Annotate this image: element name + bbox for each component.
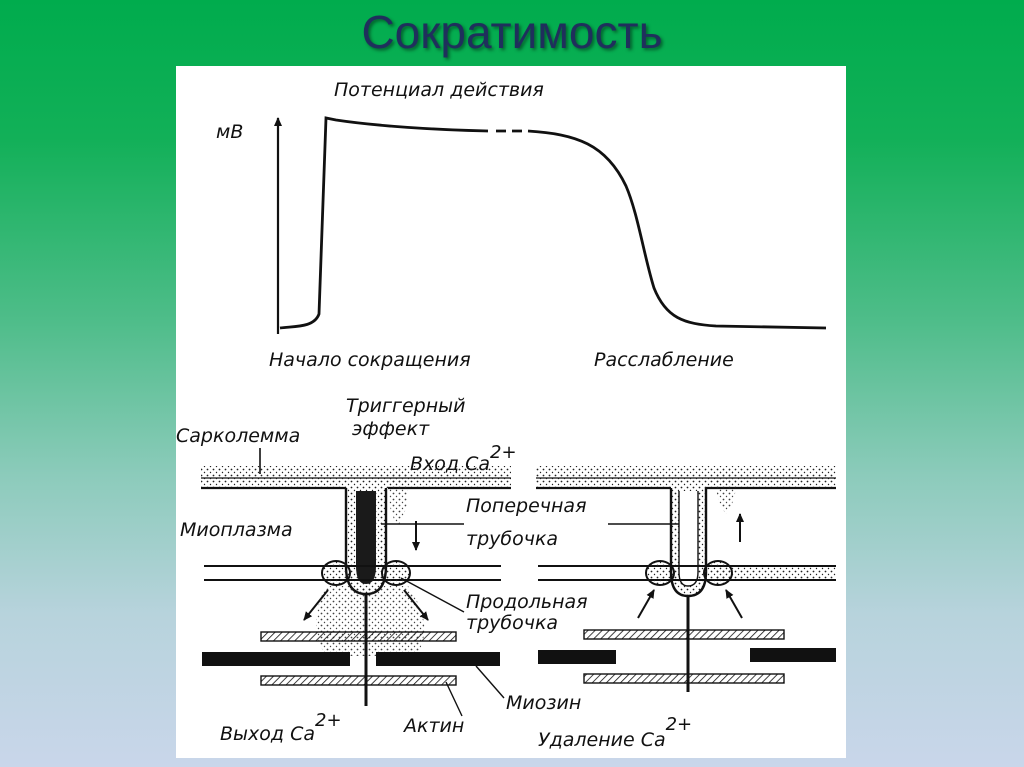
- actin-filament-right-top: [583, 629, 785, 640]
- contraction-start-label: Начало сокращения: [269, 349, 471, 371]
- action-potential-title: Потенциал действия: [334, 79, 544, 101]
- sarcolemma-left: [201, 466, 511, 488]
- myoplasm-label: Миоплазма: [180, 519, 293, 541]
- t-tubule-label-2: трубочка: [466, 528, 558, 550]
- l-tubule-label-2: трубочка: [466, 612, 558, 634]
- actin-filament-left-top: [260, 631, 457, 642]
- actin-label: Актин: [402, 715, 464, 737]
- ca-cloud-exit: [716, 470, 736, 514]
- myosin-filament-left-a: [202, 652, 350, 666]
- l-tubule-label-1: Продольная: [466, 591, 588, 613]
- slide-title: Сократимость: [361, 6, 663, 58]
- mv-axis-label: мВ: [216, 121, 243, 143]
- ca-release-arrow-left: [303, 589, 329, 621]
- myosin-filament-right-a: [538, 650, 616, 664]
- myosin-pointer: [475, 665, 505, 699]
- terminal-cistern-left-a: [321, 560, 351, 586]
- contractility-figure: Потенциал действия мВ Начало сокращения …: [176, 66, 846, 758]
- trigger-effect-label-2: эффект: [352, 418, 430, 440]
- sarcolemma-right: [536, 466, 836, 488]
- l-tubule-right-fill: [716, 567, 836, 579]
- terminal-cistern-right-b: [703, 560, 733, 586]
- action-potential-curve-repolarization: [527, 129, 827, 330]
- excitation-contraction-diagram: Триггерный эффект Сарколемма Вход Ca2+ М…: [176, 395, 836, 751]
- myosin-filament-left-b: [376, 652, 500, 666]
- ca-uptake-arrow-left: [637, 589, 655, 619]
- ca-release-label: Выход Ca2+: [220, 710, 342, 745]
- l-tubule-pointer: [400, 577, 465, 613]
- sarcolemma-label: Сарколемма: [176, 425, 300, 447]
- right-panel-relaxation: [536, 466, 836, 692]
- terminal-cistern-right-a: [645, 560, 675, 586]
- actin-pointer: [445, 681, 463, 717]
- relaxation-label: Расслабление: [594, 349, 734, 371]
- trigger-effect-label-1: Триггерный: [346, 395, 466, 417]
- terminal-cistern-left-b: [381, 560, 411, 586]
- actin-filament-left-bottom: [260, 675, 457, 686]
- action-potential-curve: [279, 116, 489, 330]
- actin-filament-right-bottom: [583, 673, 785, 684]
- ca-uptake-arrow-right: [725, 589, 743, 619]
- action-potential-graph: Потенциал действия мВ Начало сокращения …: [216, 79, 827, 371]
- myosin-filament-right-b: [750, 648, 836, 662]
- t-tubule-right-inner: [678, 491, 699, 587]
- t-tubule-label-1: Поперечная: [466, 495, 587, 517]
- t-tubule-left-core: [356, 491, 376, 584]
- left-panel-contraction: [201, 466, 511, 706]
- ca-cloud-entry: [388, 470, 408, 526]
- myosin-label: Миозин: [506, 692, 581, 714]
- ca-removal-label: Удаление Ca2+: [538, 714, 692, 751]
- ca-release-arrow-right: [403, 589, 429, 621]
